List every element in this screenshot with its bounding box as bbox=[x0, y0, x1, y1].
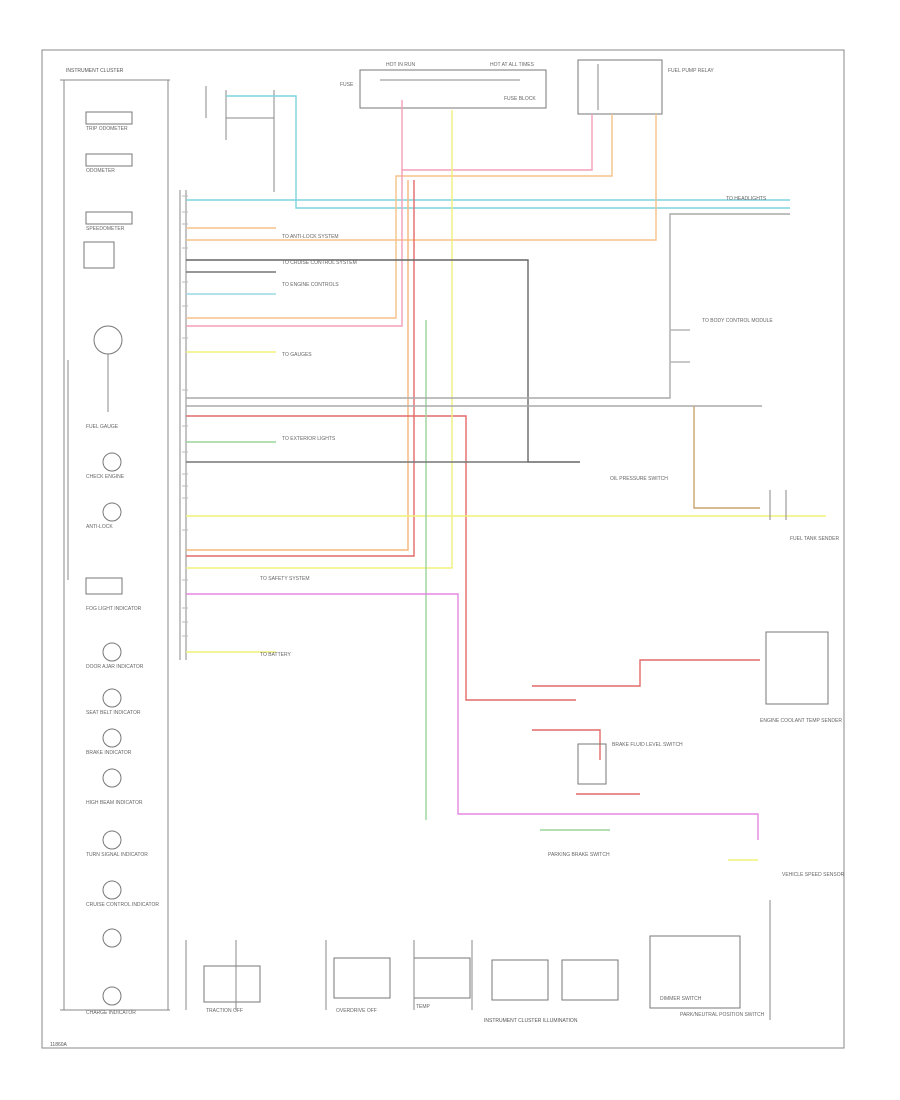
svg-text:TO SAFETY SYSTEM: TO SAFETY SYSTEM bbox=[260, 576, 310, 582]
svg-text:SEAT BELT INDICATOR: SEAT BELT INDICATOR bbox=[86, 710, 141, 716]
svg-text:CHECK ENGINE: CHECK ENGINE bbox=[86, 474, 125, 480]
svg-text:TO ANTI-LOCK SYSTEM: TO ANTI-LOCK SYSTEM bbox=[282, 234, 339, 240]
svg-text:TO CRUISE CONTROL SYSTEM: TO CRUISE CONTROL SYSTEM bbox=[282, 260, 357, 266]
wire-yellow-2 bbox=[186, 110, 453, 569]
bottom-title: INSTRUMENT CLUSTER ILLUMINATION bbox=[484, 1018, 578, 1024]
connector-ticks bbox=[182, 195, 188, 637]
wire-red-3 bbox=[532, 659, 760, 687]
svg-text:TO BATTERY: TO BATTERY bbox=[260, 652, 292, 658]
wire-magenta bbox=[186, 593, 759, 840]
fuel-pump-relay: FUEL PUMP RELAY bbox=[577, 59, 714, 115]
bottom-components: TRACTION OFF OVERDRIVE OFF TEMP DIMMER S… bbox=[185, 940, 702, 1014]
wire-light-blue bbox=[226, 95, 790, 209]
svg-text:FUSE BLOCK: FUSE BLOCK bbox=[504, 96, 536, 102]
right-labels: TO HEADLIGHTS TO BODY CONTROL MODULE FUE… bbox=[548, 196, 845, 1018]
svg-text:PARK/NEUTRAL POSITION SWITCH: PARK/NEUTRAL POSITION SWITCH bbox=[680, 1012, 765, 1018]
wire-orange-2 bbox=[186, 114, 613, 319]
right-components bbox=[577, 490, 829, 1020]
svg-text:DIMMER SWITCH: DIMMER SWITCH bbox=[660, 996, 702, 1002]
svg-text:FOG LIGHT INDICATOR: FOG LIGHT INDICATOR bbox=[86, 606, 142, 612]
svg-text:ANTI-LOCK: ANTI-LOCK bbox=[86, 524, 113, 530]
svg-text:FUEL PUMP RELAY: FUEL PUMP RELAY bbox=[668, 68, 714, 74]
svg-text:TEMP: TEMP bbox=[416, 1004, 431, 1010]
svg-text:SPEEDOMETER: SPEEDOMETER bbox=[86, 226, 125, 232]
svg-text:BRAKE FLUID LEVEL SWITCH: BRAKE FLUID LEVEL SWITCH bbox=[612, 742, 683, 748]
svg-text:ODOMETER: ODOMETER bbox=[86, 168, 115, 174]
svg-text:TURN SIGNAL INDICATOR: TURN SIGNAL INDICATOR bbox=[86, 852, 148, 858]
diagram-frame bbox=[41, 49, 845, 1049]
top-stub bbox=[205, 86, 275, 192]
wire-orange-3 bbox=[186, 180, 409, 551]
mid-labels: TO ANTI-LOCK SYSTEM TO CRUISE CONTROL SY… bbox=[260, 234, 357, 658]
svg-text:TO HEADLIGHTS: TO HEADLIGHTS bbox=[726, 196, 767, 202]
wire-orange-1 bbox=[186, 114, 657, 241]
svg-text:CRUISE CONTROL INDICATOR: CRUISE CONTROL INDICATOR bbox=[86, 902, 159, 908]
footer-id: 11860A bbox=[50, 1042, 68, 1048]
wire-red-2 bbox=[186, 180, 415, 557]
svg-text:FUSE: FUSE bbox=[340, 82, 354, 88]
main-title: INSTRUMENT CLUSTER bbox=[66, 68, 124, 74]
svg-text:TO ENGINE CONTROLS: TO ENGINE CONTROLS bbox=[282, 282, 339, 288]
wire-light-gray-1 bbox=[186, 213, 790, 399]
svg-text:DOOR AJAR INDICATOR: DOOR AJAR INDICATOR bbox=[86, 664, 144, 670]
connector-pins bbox=[179, 190, 187, 660]
svg-text:OVERDRIVE OFF: OVERDRIVE OFF bbox=[336, 1008, 377, 1014]
left-labels: TRIP ODOMETER ODOMETER SPEEDOMETER FUEL … bbox=[86, 126, 159, 1016]
wire-light-gray-3 bbox=[670, 329, 690, 363]
svg-text:VEHICLE SPEED SENSOR: VEHICLE SPEED SENSOR bbox=[782, 872, 845, 878]
svg-text:ENGINE COOLANT TEMP SENDER: ENGINE COOLANT TEMP SENDER bbox=[760, 718, 842, 724]
svg-text:CHARGE INDICATOR: CHARGE INDICATOR bbox=[86, 1010, 136, 1016]
svg-text:TO GAUGES: TO GAUGES bbox=[282, 352, 312, 358]
wire-red-1 bbox=[186, 415, 576, 701]
wire-tan bbox=[693, 406, 760, 509]
svg-text:TO EXTERIOR LIGHTS: TO EXTERIOR LIGHTS bbox=[282, 436, 336, 442]
cluster-left-bus bbox=[60, 79, 170, 1011]
wire-dark-gray-1 bbox=[186, 259, 580, 463]
svg-text:HIGH BEAM INDICATOR: HIGH BEAM INDICATOR bbox=[86, 800, 143, 806]
svg-text:FUEL GAUGE: FUEL GAUGE bbox=[86, 424, 119, 430]
svg-text:HOT AT ALL TIMES: HOT AT ALL TIMES bbox=[490, 62, 535, 68]
svg-text:PARKING BRAKE SWITCH: PARKING BRAKE SWITCH bbox=[548, 852, 610, 858]
fuse-block: HOT IN RUN HOT AT ALL TIMES FUSE FUSE BL… bbox=[340, 62, 547, 109]
svg-text:BRAKE INDICATOR: BRAKE INDICATOR bbox=[86, 750, 132, 756]
svg-text:TRACTION OFF: TRACTION OFF bbox=[206, 1008, 243, 1014]
svg-text:OIL PRESSURE SWITCH: OIL PRESSURE SWITCH bbox=[610, 476, 668, 482]
svg-text:HOT IN RUN: HOT IN RUN bbox=[386, 62, 415, 68]
svg-text:TO BODY CONTROL MODULE: TO BODY CONTROL MODULE bbox=[702, 318, 773, 324]
svg-text:TRIP ODOMETER: TRIP ODOMETER bbox=[86, 126, 128, 132]
left-components bbox=[83, 111, 133, 1006]
svg-text:FUEL TANK SENDER: FUEL TANK SENDER bbox=[790, 536, 839, 542]
wire-red-4 bbox=[532, 729, 601, 760]
